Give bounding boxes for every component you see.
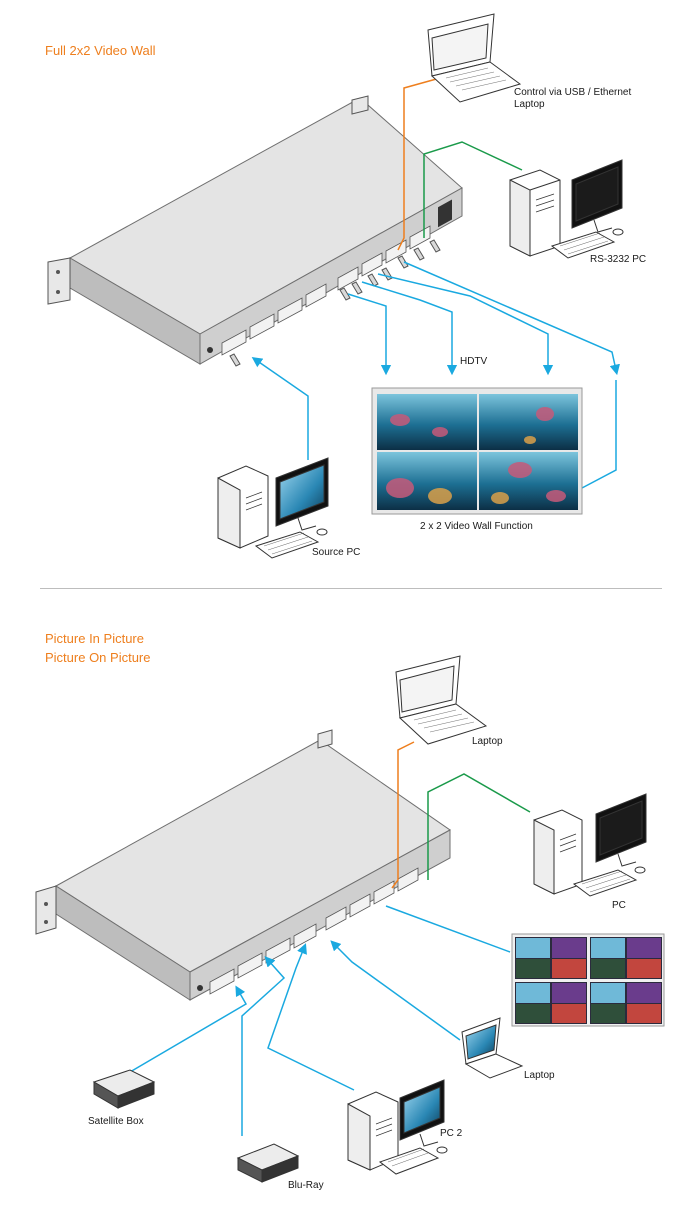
label-bluray: Blu-Ray bbox=[288, 1180, 324, 1191]
label-laptop-right: Laptop bbox=[524, 1070, 555, 1081]
label-pc2: PC 2 bbox=[440, 1128, 463, 1139]
label-satellite-box: Satellite Box bbox=[88, 1116, 144, 1127]
label-pc: PC bbox=[612, 900, 626, 911]
pc2-keyboard-icon bbox=[378, 1146, 448, 1175]
pip-video-wall bbox=[511, 933, 665, 1027]
satellite-box-icon bbox=[92, 1069, 156, 1109]
matrix-switcher-top bbox=[47, 95, 463, 367]
label-rs232-pc: RS-3232 PC bbox=[590, 254, 647, 265]
pc-tower-icon bbox=[509, 169, 561, 257]
pc-monitor-icon bbox=[595, 793, 647, 867]
pc-icon bbox=[533, 809, 583, 895]
label-wall-caption: 2 x 2 Video Wall Function bbox=[420, 521, 533, 532]
label-control-laptop: Laptop bbox=[514, 99, 545, 110]
section-title-videowall: Full 2x2 Video Wall bbox=[45, 43, 156, 58]
source-pc-tower-icon bbox=[217, 465, 269, 549]
section-divider bbox=[40, 588, 662, 589]
keyboard-icon bbox=[550, 228, 624, 259]
label-source-pc: Source PC bbox=[312, 547, 361, 558]
pc2-monitor-icon bbox=[399, 1079, 445, 1147]
label-laptop-top: Laptop bbox=[472, 736, 503, 747]
label-control: Control via USB / Ethernet bbox=[514, 87, 632, 98]
video-wall bbox=[371, 387, 583, 515]
matrix-switcher-bottom bbox=[35, 729, 451, 1001]
cables-top bbox=[251, 77, 620, 489]
source-monitor-icon bbox=[275, 457, 329, 531]
laptop-icon bbox=[427, 13, 522, 103]
section-title-pop: Picture On Picture bbox=[45, 650, 151, 665]
source-keyboard-icon bbox=[254, 528, 328, 559]
section-title-pip: Picture In Picture bbox=[45, 631, 144, 646]
laptop-right-icon bbox=[461, 1017, 524, 1079]
laptop-top-icon bbox=[395, 655, 488, 745]
monitor-icon bbox=[571, 159, 623, 233]
bluray-player-icon bbox=[236, 1143, 300, 1183]
pc-keyboard-icon bbox=[572, 866, 646, 897]
label-hdtv: HDTV bbox=[460, 356, 488, 367]
pc2-tower-icon bbox=[347, 1091, 399, 1171]
cables-bottom bbox=[129, 741, 531, 1136]
